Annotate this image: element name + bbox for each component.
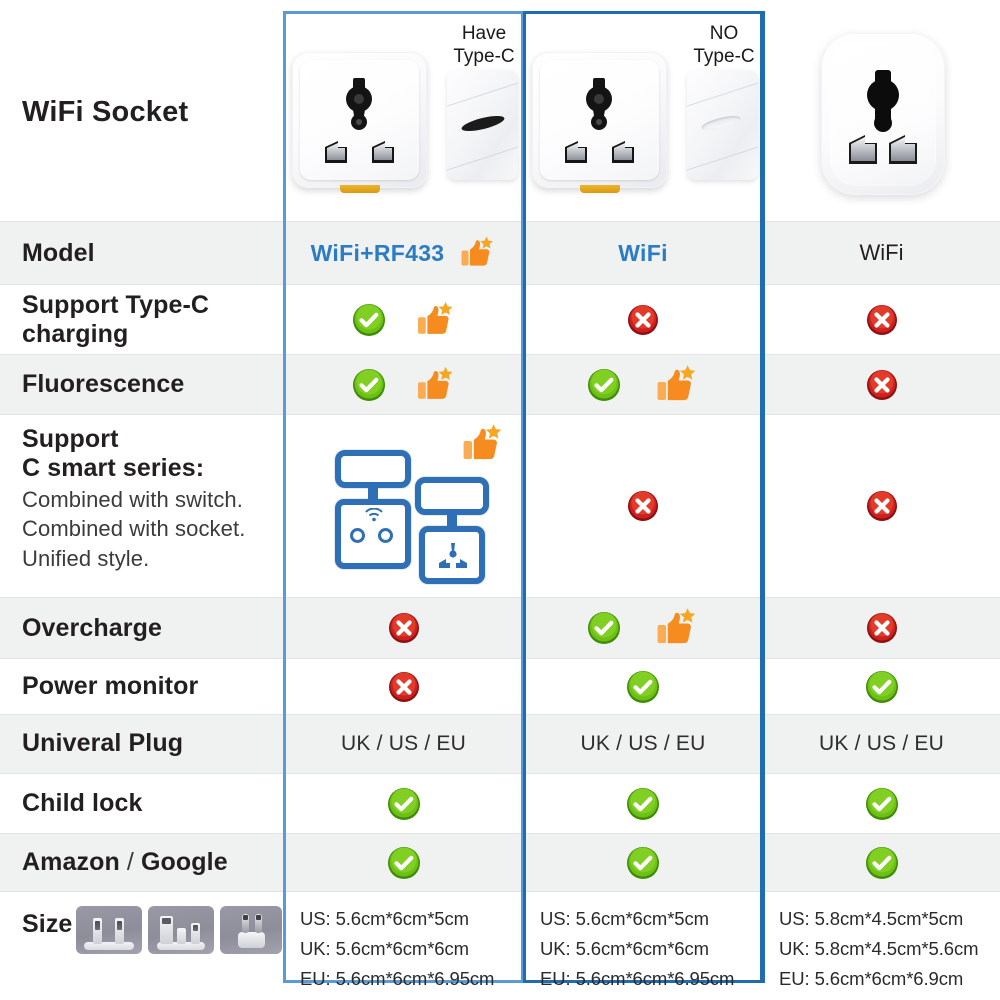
check-icon (387, 787, 421, 821)
row-label-model: Model (22, 238, 95, 267)
cell-type-c-col1 (283, 285, 524, 354)
switch-panel-icon (335, 450, 411, 488)
cell-univeral-plug-col3: UK / US / EU (819, 731, 944, 755)
cell-smart-series-col2 (523, 415, 763, 597)
cell-smart-series-col3 (763, 415, 1000, 597)
check-icon (387, 846, 421, 880)
model-value-col2: WiFi (618, 239, 668, 266)
cell-overcharge-col2 (523, 598, 763, 658)
thumbs-up-icon (651, 361, 699, 409)
row-band-fluorescence (0, 354, 1000, 414)
cell-model-col2: WiFi (523, 222, 763, 284)
row-label-support-c-smart-series: Support C smart series: Combined with sw… (22, 425, 246, 571)
row-label-overcharge: Overcharge (22, 613, 162, 642)
cross-icon (866, 369, 898, 401)
wifi-switch-icon (335, 499, 411, 569)
thumbs-up-icon (456, 233, 496, 273)
cell-model-col1: WiFi+RF433 (283, 222, 524, 284)
check-icon (865, 787, 899, 821)
row-label-size: Size (22, 910, 73, 938)
cell-power-monitor-col3 (763, 659, 1000, 714)
cross-icon (866, 304, 898, 336)
cell-fluorescence-col1 (283, 355, 524, 414)
cross-icon (388, 612, 420, 644)
cell-child-lock-col3 (763, 774, 1000, 833)
row-label-amazon-google: Amazon / Google (22, 848, 228, 877)
cell-fluorescence-col3 (763, 355, 1000, 414)
row-label-power-monitor: Power monitor (22, 672, 199, 701)
row-band-univeral-plug (0, 714, 1000, 773)
thumbs-up-icon (412, 298, 456, 342)
size-thumbnail-1 (76, 906, 142, 954)
size-thumbnail-2 (148, 906, 214, 954)
page-title: WiFi Socket (22, 96, 189, 128)
product-image-col1 (292, 52, 518, 202)
row-label-fluorescence: Fluorescence (22, 370, 185, 399)
cell-model-col3: WiFi (763, 222, 1000, 284)
size-spec-col3: US: 5.8cm*4.5cm*5cm UK: 5.8cm*4.5cm*5.6c… (779, 908, 979, 989)
cell-overcharge-col1 (283, 598, 524, 658)
cell-type-c-col2 (523, 285, 763, 354)
model-value-col3: WiFi (859, 240, 904, 265)
cell-overcharge-col3 (763, 598, 1000, 658)
no-type-c-port-icon (700, 113, 742, 133)
cell-univeral-plug-col2: UK / US / EU (580, 731, 706, 755)
switch-panel-icon (415, 477, 489, 515)
cell-fluorescence-col2 (523, 355, 763, 414)
check-icon (587, 611, 621, 645)
row-label-support-type-c-charging: Support Type-C charging (22, 291, 210, 348)
check-icon (865, 846, 899, 880)
cross-icon (627, 304, 659, 336)
row-label-univeral-plug: Univeral Plug (22, 729, 184, 758)
row-band-model (0, 222, 1000, 284)
type-c-port-icon (460, 112, 506, 135)
cross-icon (866, 612, 898, 644)
column-divider-col3 (762, 11, 765, 983)
check-icon (626, 787, 660, 821)
product-image-col2 (532, 52, 758, 202)
cell-child-lock-col1 (283, 774, 524, 833)
col2-type-c-tag: NO Type-C (693, 23, 755, 68)
check-icon (587, 368, 621, 402)
cell-power-monitor-col2 (523, 659, 763, 714)
check-icon (352, 368, 386, 402)
cell-amazon-google-col2 (523, 834, 763, 891)
check-icon (865, 670, 899, 704)
cell-univeral-plug-col1: UK / US / EU (341, 731, 466, 755)
cross-icon (388, 671, 420, 703)
cross-icon (866, 490, 898, 522)
col1-type-c-tag: Have Type-C (453, 23, 515, 68)
cross-icon (627, 490, 659, 522)
cell-type-c-col3 (763, 285, 1000, 354)
row-band-amazon-google (0, 833, 1000, 891)
cell-amazon-google-col3 (763, 834, 1000, 891)
cell-child-lock-col2 (523, 774, 763, 833)
size-thumbnail-3 (220, 906, 282, 954)
size-spec-col1: US: 5.6cm*6cm*5cm UK: 5.6cm*6cm*6cm EU: … (300, 908, 495, 989)
thumbs-up-icon (412, 363, 456, 407)
thumbs-up-icon (651, 604, 699, 652)
check-icon (626, 846, 660, 880)
check-icon (352, 303, 386, 337)
size-spec-col2: US: 5.6cm*6cm*5cm UK: 5.6cm*6cm*6cm EU: … (540, 908, 735, 989)
row-label-child-lock: Child lock (22, 789, 143, 818)
thumbs-up-icon (457, 420, 505, 468)
row-band-overcharge (0, 598, 1000, 658)
check-icon (626, 670, 660, 704)
cell-amazon-google-col1 (283, 834, 524, 891)
cell-power-monitor-col1 (283, 659, 524, 714)
product-image-col3 (821, 33, 945, 195)
c-smart-series-diagram-col1 (290, 420, 524, 595)
model-value-col1: WiFi+RF433 (310, 239, 445, 266)
